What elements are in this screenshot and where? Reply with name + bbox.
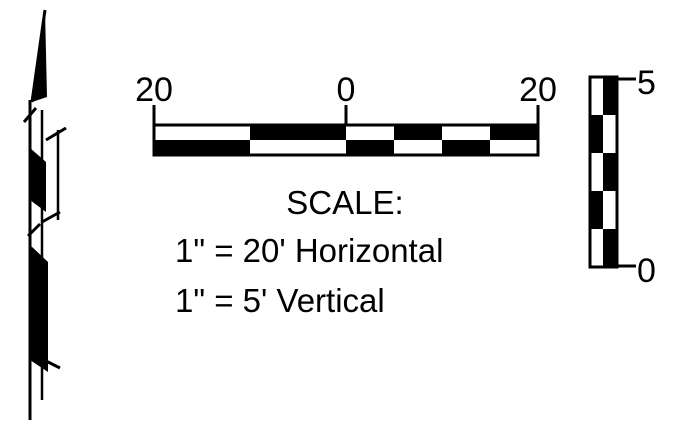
v-tick-label-bottom: 0 [637, 252, 656, 290]
h-bar-top-2 [250, 125, 346, 140]
h-tick-label-right: 20 [519, 71, 557, 109]
v-bar-left-1 [590, 77, 603, 115]
h-tick-label-left: 20 [135, 71, 173, 109]
scale-horizontal-ratio: 1" = 20' Horizontal [175, 232, 443, 269]
h-bar-bottom-4 [394, 140, 442, 155]
fragment-fill-1 [30, 148, 46, 212]
h-bar-top-5 [442, 125, 490, 140]
v-bar-right-2 [603, 115, 617, 153]
h-bar-bottom-1 [154, 140, 250, 155]
v-bar-right-4 [603, 191, 617, 229]
h-bar-outline [152, 123, 540, 157]
h-bar-top-4 [394, 125, 442, 140]
v-bar-left-2 [590, 115, 603, 153]
v-bar-outline [588, 75, 619, 269]
fragment-fill-2 [30, 245, 48, 372]
fragment-tick-4 [41, 210, 61, 224]
vertical-scale: 5 0 [588, 64, 656, 290]
h-bar-bottom-5 [442, 140, 490, 155]
fragment-tick-1 [22, 107, 38, 123]
v-bar-right-1 [603, 77, 617, 115]
fragment-tick-5 [35, 354, 61, 370]
h-bar-bottom-2 [250, 140, 346, 155]
h-bar-top-6 [490, 125, 538, 140]
v-bar-left-4 [590, 191, 603, 229]
v-bar-left-5 [590, 229, 603, 267]
v-tick-label-top: 5 [637, 64, 656, 102]
left-edge-fragment [22, 9, 67, 420]
fragment-tick-3 [26, 222, 42, 238]
fragment-tick-2 [45, 126, 67, 142]
scale-legend: SCALE: 1" = 20' Horizontal 1" = 5' Verti… [175, 184, 443, 319]
v-bar-right-3 [603, 153, 617, 191]
fragment-line-a [30, 9, 47, 103]
h-bar-bottom-3 [346, 140, 394, 155]
h-tick-label-center: 0 [337, 71, 356, 109]
h-bar-top-1 [154, 125, 250, 140]
h-bar-top-3 [346, 125, 394, 140]
scale-heading: SCALE: [286, 184, 403, 221]
v-bar-right-5 [603, 229, 617, 267]
h-bar-bottom-6 [490, 140, 538, 155]
v-bar-left-3 [590, 153, 603, 191]
horizontal-scale: 20 0 20 [135, 71, 557, 157]
scale-vertical-ratio: 1" = 5' Vertical [175, 282, 385, 319]
